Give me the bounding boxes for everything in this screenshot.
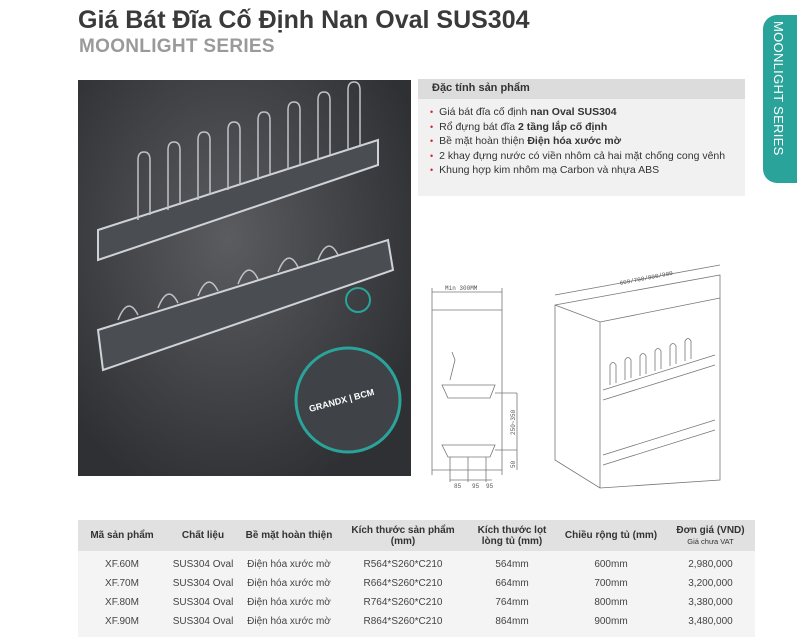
table-cell: 864mm	[495, 616, 529, 627]
price-note: Giá chưa VAT	[687, 536, 734, 546]
table-cell: SUS304 Oval	[172, 578, 234, 589]
table-cell: 900mm	[594, 616, 628, 627]
table-cell: R764*S260*C210	[363, 597, 443, 608]
page-subtitle: MOONLIGHT SERIES	[79, 36, 275, 57]
table-cell: Điện hóa xước mờ	[247, 616, 331, 627]
features-panel: Đặc tính sản phẩm Giá bát đĩa cố định na…	[418, 79, 745, 196]
table-cell: R864*S260*C210	[363, 616, 443, 627]
table-cell: SUS304 Oval	[172, 559, 234, 570]
table-cell: 600mm	[594, 559, 628, 570]
dim-label: 95	[472, 483, 480, 490]
column-header: Kích thước sản phẩm (mm)	[351, 524, 455, 547]
table-cell: R564*S260*C210	[363, 559, 443, 570]
table-cell: SUS304 Oval	[172, 616, 234, 627]
feature-item: Rổ đựng bát đĩa 2 tầng lắp cố định	[430, 120, 745, 135]
column-header: Đơn giá (VND)Giá chưa VAT	[666, 525, 755, 547]
table-cell: 764mm	[495, 597, 529, 608]
table-cell: 800mm	[594, 597, 628, 608]
table-cell: 664mm	[495, 578, 529, 589]
table-cell: Điện hóa xước mờ	[247, 597, 331, 608]
side-tab-label: MOONLIGHT SERIES	[771, 21, 786, 156]
table-cell: 700mm	[594, 578, 628, 589]
table-cell: XF.80M	[105, 597, 139, 608]
dim-label: 95	[486, 483, 494, 490]
page-title: Giá Bát Đĩa Cố Định Nan Oval SUS304	[78, 6, 530, 34]
table-cell: XF.70M	[105, 578, 139, 589]
technical-drawings: Min 300MM 600/700/800/900 250~350 85 95 …	[420, 260, 740, 490]
table-row: XF.90M SUS304 Oval Điện hóa xước mờ R864*S2…	[78, 612, 755, 631]
column-header: Chiều rộng tủ (mm)	[564, 530, 658, 541]
column-header: Chất liệu	[181, 530, 225, 541]
price-table: Mã sản phẩm Chất liệu Bề mặt hoàn thiện …	[78, 520, 755, 637]
feature-item: 2 khay đựng nước có viền nhôm cả hai mặt…	[430, 149, 745, 164]
table-cell: XF.90M	[105, 616, 139, 627]
series-side-tab: MOONLIGHT SERIES	[763, 15, 797, 183]
table-cell: 3,380,000	[688, 597, 733, 608]
feature-item: Khung hợp kim nhôm mạ Carbon và nhựa ABS	[430, 163, 745, 178]
table-cell: SUS304 Oval	[172, 597, 234, 608]
column-header: Kích thước lọt lòng tủ (mm)	[477, 524, 547, 547]
feature-item: Bề mặt hoàn thiện Điện hóa xước mờ	[430, 134, 745, 149]
column-header: Mã sản phẩm	[90, 530, 154, 541]
table-row: XF.70M SUS304 Oval Điện hóa xước mờ R664*S2…	[78, 574, 755, 593]
width-options-label: 600/700/800/900	[619, 270, 674, 287]
table-cell: R664*S260*C210	[363, 578, 443, 589]
dim-label: 50	[510, 460, 517, 468]
column-header: Bề mặt hoàn thiện	[245, 530, 333, 541]
min-depth-label: Min 300MM	[445, 285, 478, 292]
table-row: XF.80M SUS304 Oval Điện hóa xước mờ R764*S2…	[78, 593, 755, 612]
table-cell: 564mm	[495, 559, 529, 570]
dim-label: 85	[454, 483, 462, 490]
features-heading: Đặc tính sản phẩm	[418, 79, 745, 99]
table-cell: 2,980,000	[688, 559, 733, 570]
table-cell: 3,480,000	[688, 616, 733, 627]
table-cell: Điện hóa xước mờ	[247, 559, 331, 570]
table-header: Mã sản phẩm Chất liệu Bề mặt hoàn thiện …	[78, 520, 755, 551]
feature-item: Giá bát đĩa cố định nan Oval SUS304	[430, 105, 745, 120]
table-cell: 3,200,000	[688, 578, 733, 589]
product-photo: GRANDX | BCM	[78, 80, 411, 476]
table-row: XF.60M SUS304 Oval Điện hóa xước mờ R564*S2…	[78, 555, 755, 574]
height-range-label: 250~350	[510, 409, 517, 435]
table-cell: Điện hóa xước mờ	[247, 578, 331, 589]
table-cell: XF.60M	[105, 559, 139, 570]
